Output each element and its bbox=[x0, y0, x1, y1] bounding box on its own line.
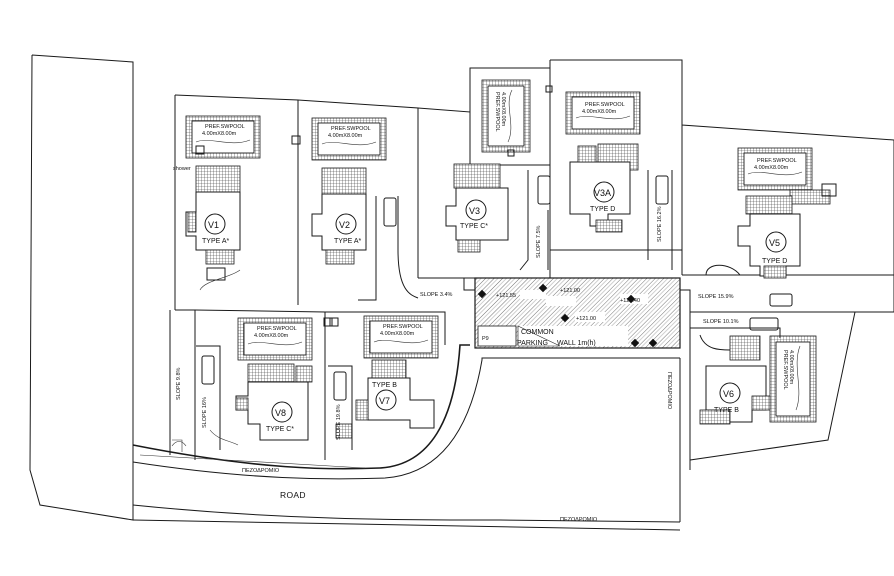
v7-pool-size: 4.00mX8.00m bbox=[380, 331, 415, 337]
v6-type: TYPE B bbox=[714, 407, 739, 414]
v7-type: TYPE B bbox=[372, 382, 397, 389]
villa-v6: PREF.SWPOOL 4.00mX8.00m V6 TYPE B bbox=[690, 317, 817, 425]
road-labels: ROAD ΠΕΖΟΔΡΟΜΙΟ ΠΕΖΟΔΡΟΜΙΟ ΠΕΖΟΔΡΟΜΙΟ bbox=[242, 372, 672, 523]
v1-id: V1 bbox=[208, 220, 219, 230]
v8-type: TYPE C* bbox=[266, 426, 294, 433]
villa-v3: PREF.SWPOOL 4.00mX8.00m V3 TYPE C* bbox=[445, 79, 553, 271]
v1-pool-size: 4.00mX8.00m bbox=[202, 131, 237, 137]
slope-5: SLOPE 7.5% bbox=[536, 225, 542, 258]
v2-id: V2 bbox=[339, 220, 350, 230]
v3a-id: V3A bbox=[594, 188, 611, 198]
v6-pool-label: PREF.SWPOOL bbox=[782, 350, 788, 390]
v3-pool-label: PREF.SWPOOL bbox=[494, 92, 500, 132]
level-2: +121.00 bbox=[560, 288, 580, 294]
villa-v2: PREF.SWPOOL 4.00mX8.00m V2 TYPE A* bbox=[291, 117, 419, 301]
common-parking: P9 COMMON PARKING WALL 1m(h) +121.55 +12… bbox=[463, 277, 691, 349]
v5-pool-label: PREF.SWPOOL bbox=[757, 158, 797, 164]
villa-v3a: PREF.SWPOOL 4.00mX8.00m V3A TYPE D bbox=[565, 91, 673, 270]
level-4: +121.00 bbox=[576, 316, 596, 322]
v8-id: V8 bbox=[275, 408, 286, 418]
parking-wall: WALL 1m(h) bbox=[557, 340, 596, 347]
slope-7: SLOPE 15.9% bbox=[698, 294, 734, 300]
v2-pool-label: PREF.SWPOOL bbox=[331, 126, 371, 132]
v2-pool-size: 4.00mX8.00m bbox=[328, 133, 363, 139]
v5-pool-size: 4.00mX8.00m bbox=[754, 165, 789, 171]
site-boundary bbox=[29, 54, 894, 521]
v5-type: TYPE D bbox=[762, 258, 787, 265]
v3-type: TYPE C* bbox=[460, 223, 488, 230]
v3-id: V3 bbox=[469, 206, 480, 216]
parking-label-1: COMMON bbox=[521, 329, 554, 336]
v6-id: V6 bbox=[723, 389, 734, 399]
parking-label-2: PARKING bbox=[517, 340, 548, 347]
slope-4: SLOPE 3.4% bbox=[420, 292, 453, 298]
level-markers bbox=[477, 283, 658, 348]
v1-type: TYPE A* bbox=[202, 238, 230, 245]
slope-3: SLOPE 19.8% bbox=[336, 404, 342, 440]
v8-pool-size: 4.00mX8.00m bbox=[254, 333, 289, 339]
v3-pool-size: 4.00mX8.00m bbox=[500, 92, 506, 127]
villa-v1: PREF.SWPOOL 4.00mX8.00m shower V1 TYPE A… bbox=[173, 115, 261, 291]
slope-8: SLOPE 10.1% bbox=[703, 319, 739, 325]
v7-pool-label: PREF.SWPOOL bbox=[383, 324, 423, 330]
level-3: +120.40 bbox=[620, 298, 640, 304]
v7-id: V7 bbox=[379, 396, 390, 406]
v3a-pool-label: PREF.SWPOOL bbox=[585, 102, 625, 108]
road-label: ROAD bbox=[280, 490, 306, 500]
villa-v5: PREF.SWPOOL 4.00mX8.00m V5 TYPE D bbox=[705, 147, 837, 307]
footpath-label-2: ΠΕΖΟΔΡΟΜΙΟ bbox=[560, 517, 598, 523]
v3a-pool-size: 4.00mX8.00m bbox=[582, 109, 617, 115]
villa-v8: PREF.SWPOOL 4.00mX8.00m V8 TYPE C* bbox=[171, 317, 333, 452]
level-1: +121.55 bbox=[496, 293, 516, 299]
v1-shower: shower bbox=[173, 166, 191, 172]
slope-2: SLOPE 16% bbox=[202, 397, 208, 428]
villa-v7: PREF.SWPOOL 4.00mX8.00m V7 TYPE B bbox=[328, 315, 439, 450]
v6-pool-size: 4.00mX8.00m bbox=[788, 350, 794, 385]
slope-labels: SLOPE 9.8% SLOPE 16% SLOPE 19.8% SLOPE 3… bbox=[176, 206, 739, 440]
v8-pool-label: PREF.SWPOOL bbox=[257, 326, 297, 332]
road-lines bbox=[132, 344, 691, 531]
footpath-label-3: ΠΕΖΟΔΡΟΜΙΟ bbox=[666, 372, 672, 410]
slope-1: SLOPE 9.8% bbox=[176, 367, 182, 400]
parking-code: P9 bbox=[482, 336, 489, 342]
footpath-label-1: ΠΕΖΟΔΡΟΜΙΟ bbox=[242, 468, 280, 474]
v1-pool-label: PREF.SWPOOL bbox=[205, 124, 245, 130]
v5-id: V5 bbox=[769, 238, 780, 248]
v3a-type: TYPE D bbox=[590, 206, 615, 213]
v2-type: TYPE A* bbox=[334, 238, 362, 245]
slope-6: SLOPE 16.2% bbox=[657, 206, 663, 242]
